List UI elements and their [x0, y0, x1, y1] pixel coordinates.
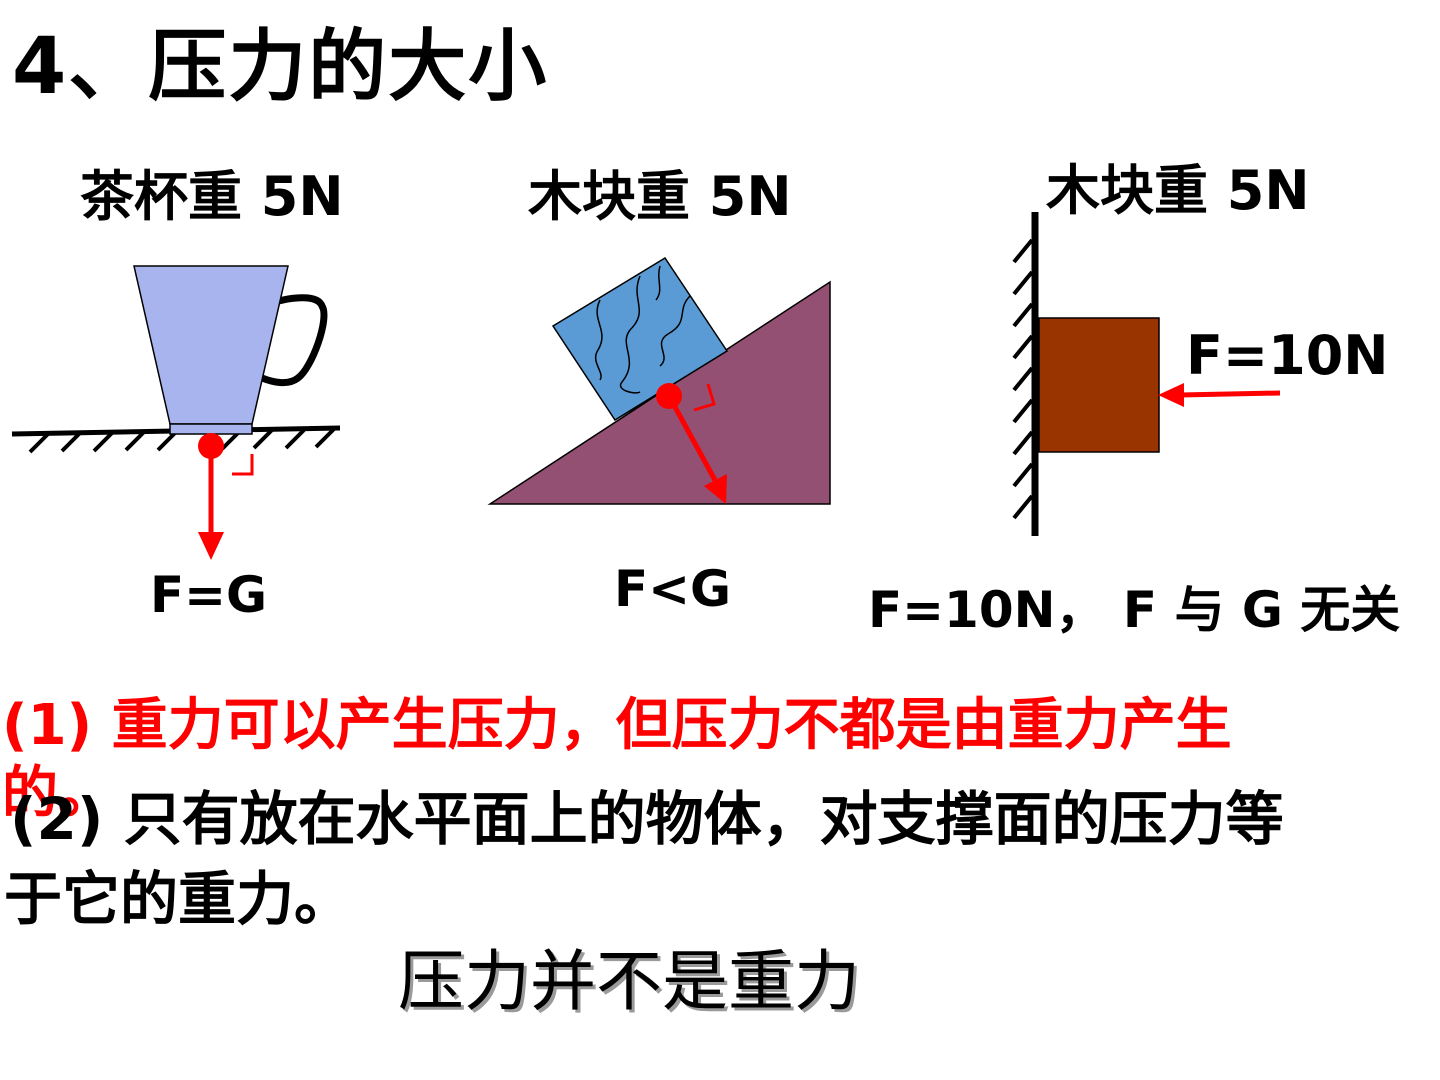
figure-1-caption: 茶杯重 5N: [80, 165, 344, 228]
conclusion-2-tail: 于它的重力。: [4, 865, 353, 933]
force-arrowhead: [1158, 383, 1184, 407]
figure-2-relation: F<G: [614, 560, 732, 618]
cup-handle: [260, 294, 328, 387]
right-angle-mark: [693, 383, 716, 412]
cup-figure: [11, 265, 341, 560]
summary-text: 压力并不是重力: [398, 943, 860, 1020]
wall-hatching: [1012, 238, 1034, 520]
force-arrow-shaft: [1179, 390, 1281, 398]
wood-block: [551, 256, 729, 422]
figure-2-caption: 木块重 5N: [528, 165, 792, 228]
wall-figure: [1012, 212, 1281, 536]
conclusion-1-tail: 的。: [2, 761, 114, 826]
figure-1-relation: F=G: [150, 566, 268, 624]
conclusion-1: (1) 重力可以产生压力，但压力不都是由重力产生: [2, 693, 1232, 758]
brown-block: [1038, 317, 1160, 453]
cup-body: [133, 265, 289, 425]
figure-3-caption: 木块重 5N: [1046, 159, 1310, 222]
cup-base: [169, 423, 253, 435]
incline-figure: [487, 256, 831, 505]
page-title: 4、压力的大小: [12, 22, 549, 112]
right-angle-mark: [232, 454, 254, 476]
figure-3-relation: F=10N， F 与 G 无关: [868, 581, 1401, 639]
force-arrow-shaft: [666, 394, 719, 484]
conclusion-2: (2) 只有放在水平面上的物体，对支撑面的压力等: [10, 785, 1284, 853]
force-arrowhead: [198, 532, 224, 560]
force-arrowhead: [704, 474, 727, 504]
wood-grain: [594, 265, 691, 394]
force-label: F=10N: [1186, 324, 1389, 387]
